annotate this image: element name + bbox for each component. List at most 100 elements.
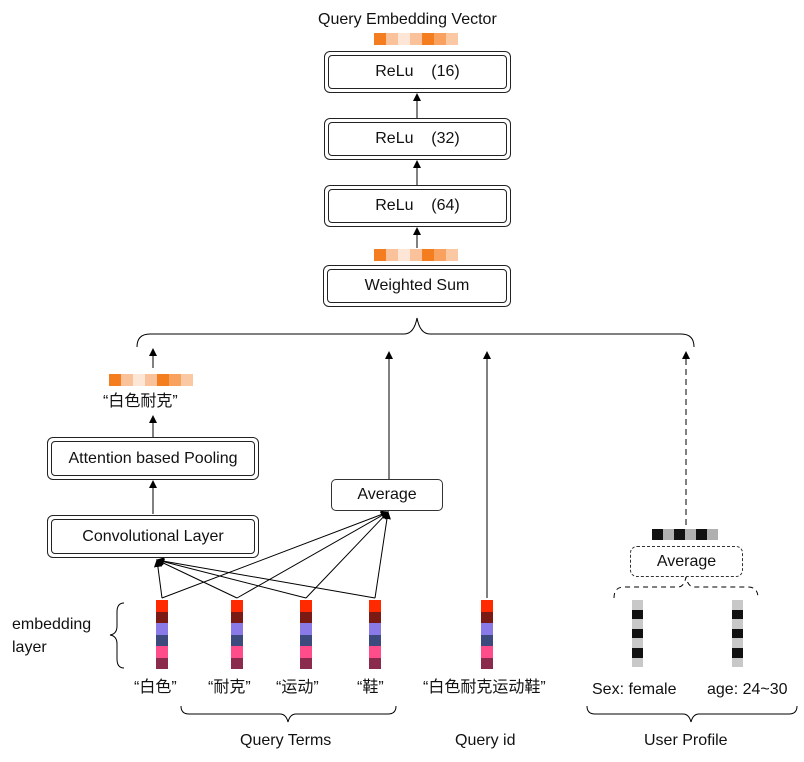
query-embedding-cell-4 [410, 33, 422, 45]
term-4-embedding-cell-6 [369, 657, 381, 669]
term-2-embedding-cell-1 [231, 600, 243, 612]
sex-embedding-cell-2 [632, 609, 643, 620]
term-1-label: “白色” [134, 679, 177, 696]
term-4-embedding-cell-4 [369, 634, 381, 646]
term-4-embedding-cell-2 [369, 611, 381, 623]
query-id-term-label: “白色耐克运动鞋” [423, 679, 546, 696]
query-id-embedding-cell-1 [481, 600, 493, 612]
brace-query-terms [180, 705, 397, 723]
pooled-vector-label: “白色耐克” [103, 393, 178, 410]
line-term2-to-average [236, 511, 389, 599]
pooled-cell-2 [121, 374, 133, 386]
profile-vector-cell-6 [707, 529, 718, 540]
term-4-embedding-cell-3 [369, 623, 381, 635]
weighted-input-vector [374, 249, 458, 261]
attention-pooling-box: Attention based Pooling [47, 437, 259, 480]
term-1-embedding-cell-5 [156, 646, 168, 658]
term-3-embedding-cell-4 [300, 634, 312, 646]
sex-embedding-cell-1 [632, 600, 643, 610]
relu-16-box: ReLu (16) [324, 51, 511, 93]
query-embedding-cell-2 [386, 33, 398, 45]
query-id-embedding-cell-4 [481, 634, 493, 646]
profile-vector-cell-1 [652, 529, 663, 540]
profile-vector [652, 529, 718, 540]
average-terms-label: Average [357, 486, 417, 503]
query-id-embedding-cell-5 [481, 646, 493, 658]
term-3-embedding-cell-1 [300, 600, 312, 612]
age-embedding [732, 600, 743, 668]
convolutional-layer-box: Convolutional Layer [47, 515, 259, 558]
profile-vector-cell-5 [696, 529, 707, 540]
term-3-embedding-cell-6 [300, 657, 312, 669]
age-embedding-cell-4 [732, 628, 743, 639]
brace-user-profile [586, 705, 798, 723]
average-terms-box: Average [331, 479, 443, 511]
term-2-embedding-cell-6 [231, 657, 243, 669]
diagram-title: Query Embedding Vector [318, 11, 497, 28]
term-1-embedding-cell-6 [156, 657, 168, 669]
pooled-cell-4 [145, 374, 157, 386]
pooled-cell-6 [169, 374, 181, 386]
query-id-group-label: Query id [455, 732, 516, 749]
embedding-layer-label-line1: embedding [12, 616, 92, 633]
term-3-label: “运动” [276, 679, 319, 696]
term-2-embedding-cell-2 [231, 611, 243, 623]
average-profile-label: Average [656, 552, 717, 570]
embedding-layer-label-line2: layer [12, 639, 47, 656]
relu-32-box: ReLu (32) [324, 118, 511, 160]
sex-embedding [632, 600, 643, 668]
sex-embedding-cell-4 [632, 628, 643, 639]
term-1-embedding-cell-1 [156, 600, 168, 612]
age-embedding-cell-3 [732, 619, 743, 629]
sex-embedding-cell-7 [632, 657, 643, 668]
age-label: age: 24~30 [707, 681, 788, 698]
query-id-embedding-cell-6 [481, 657, 493, 669]
age-embedding-cell-5 [732, 638, 743, 648]
relu-64-box: ReLu (64) [324, 185, 511, 227]
pooled-cell-5 [157, 374, 169, 386]
query-embedding-cell-6 [434, 33, 446, 45]
line-term2-to-conv [156, 559, 238, 599]
term-2-embedding-cell-3 [231, 623, 243, 635]
weighted-sum-box: Weighted Sum [323, 265, 511, 307]
weighted-input-cell-4 [410, 249, 422, 261]
line-term4-to-conv [156, 557, 376, 599]
term-4-label: “鞋” [357, 679, 384, 696]
sex-embedding-cell-3 [632, 619, 643, 629]
term-2-embedding [231, 600, 243, 669]
attention-pooling-label: Attention based Pooling [68, 449, 238, 467]
term-1-embedding-cell-3 [156, 623, 168, 635]
weighted-input-cell-1 [374, 249, 386, 261]
sex-embedding-cell-5 [632, 638, 643, 648]
term-1-embedding [156, 600, 168, 669]
query-embedding-cell-5 [422, 33, 434, 45]
brace-embedding-layer [109, 602, 125, 669]
line-term3-to-average [305, 511, 389, 599]
term-2-label: “耐克” [208, 679, 251, 696]
term-3-embedding-cell-2 [300, 611, 312, 623]
brace-weighted-sum [136, 317, 695, 348]
age-embedding-cell-7 [732, 657, 743, 668]
term-2-embedding-cell-5 [231, 646, 243, 658]
sex-embedding-cell-6 [632, 647, 643, 658]
profile-vector-cell-2 [663, 529, 674, 540]
line-term1-to-conv [153, 559, 163, 599]
query-id-embedding-cell-2 [481, 611, 493, 623]
line-term1-to-average [161, 510, 389, 599]
age-embedding-cell-1 [732, 600, 743, 610]
line-term4-to-average [374, 511, 391, 599]
pooled-cell-7 [181, 374, 193, 386]
term-4-embedding-cell-5 [369, 646, 381, 658]
weighted-sum-label: Weighted Sum [364, 277, 470, 294]
weighted-input-cell-7 [446, 249, 458, 261]
relu-64-label: ReLu (64) [375, 197, 460, 214]
term-3-embedding-cell-5 [300, 646, 312, 658]
age-embedding-cell-6 [732, 647, 743, 658]
relu-32-label: ReLu (32) [375, 130, 460, 147]
convolutional-layer-label: Convolutional Layer [82, 527, 224, 545]
brace-profile-average [613, 576, 759, 599]
relu-16-label: ReLu (16) [375, 63, 460, 80]
term-1-embedding-cell-4 [156, 634, 168, 646]
term-4-embedding [369, 600, 381, 669]
age-embedding-cell-2 [732, 609, 743, 620]
